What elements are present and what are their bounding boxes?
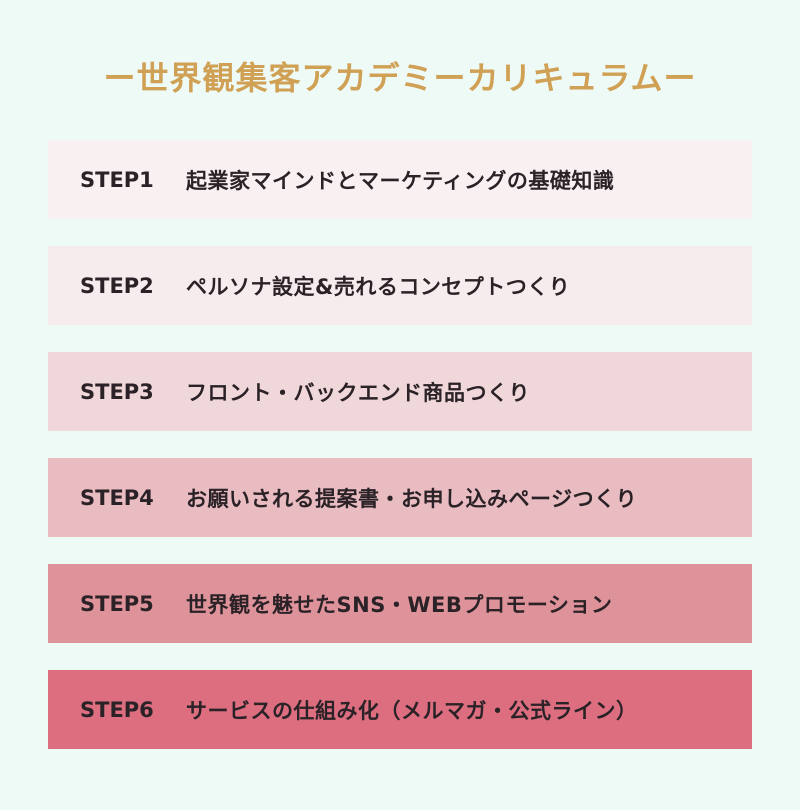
- step-row-6: STEP6 サービスの仕組み化（メルマガ・公式ライン）: [48, 670, 752, 749]
- step-row-4: STEP4 お願いされる提案書・お申し込みページつくり: [48, 458, 752, 537]
- step-label: STEP5: [80, 591, 154, 616]
- step-title: 起業家マインドとマーケティングの基礎知識: [186, 168, 615, 193]
- step-title: フロント・バックエンド商品つくり: [186, 380, 530, 405]
- page-title: ー世界観集客アカデミーカリキュラムー: [103, 59, 697, 97]
- step-label: STEP3: [80, 379, 154, 404]
- step-title: お願いされる提案書・お申し込みページつくり: [186, 486, 638, 511]
- step-label: STEP4: [80, 485, 154, 510]
- step-title: ペルソナ設定&売れるコンセプトつくり: [186, 274, 571, 299]
- step-row-2: STEP2 ペルソナ設定&売れるコンセプトつくり: [48, 246, 752, 325]
- step-label: STEP6: [80, 697, 154, 722]
- step-row-1: STEP1 起業家マインドとマーケティングの基礎知識: [48, 140, 752, 219]
- step-label: STEP1: [80, 167, 154, 192]
- step-row-3: STEP3 フロント・バックエンド商品つくり: [48, 352, 752, 431]
- step-row-5: STEP5 世界観を魅せたSNS・WEBプロモーション: [48, 564, 752, 643]
- step-label: STEP2: [80, 273, 154, 298]
- step-title: 世界観を魅せたSNS・WEBプロモーション: [186, 592, 613, 617]
- step-title: サービスの仕組み化（メルマガ・公式ライン）: [186, 698, 638, 723]
- curriculum-steps: STEP1 起業家マインドとマーケティングの基礎知識 STEP2 ペルソナ設定&…: [48, 140, 752, 749]
